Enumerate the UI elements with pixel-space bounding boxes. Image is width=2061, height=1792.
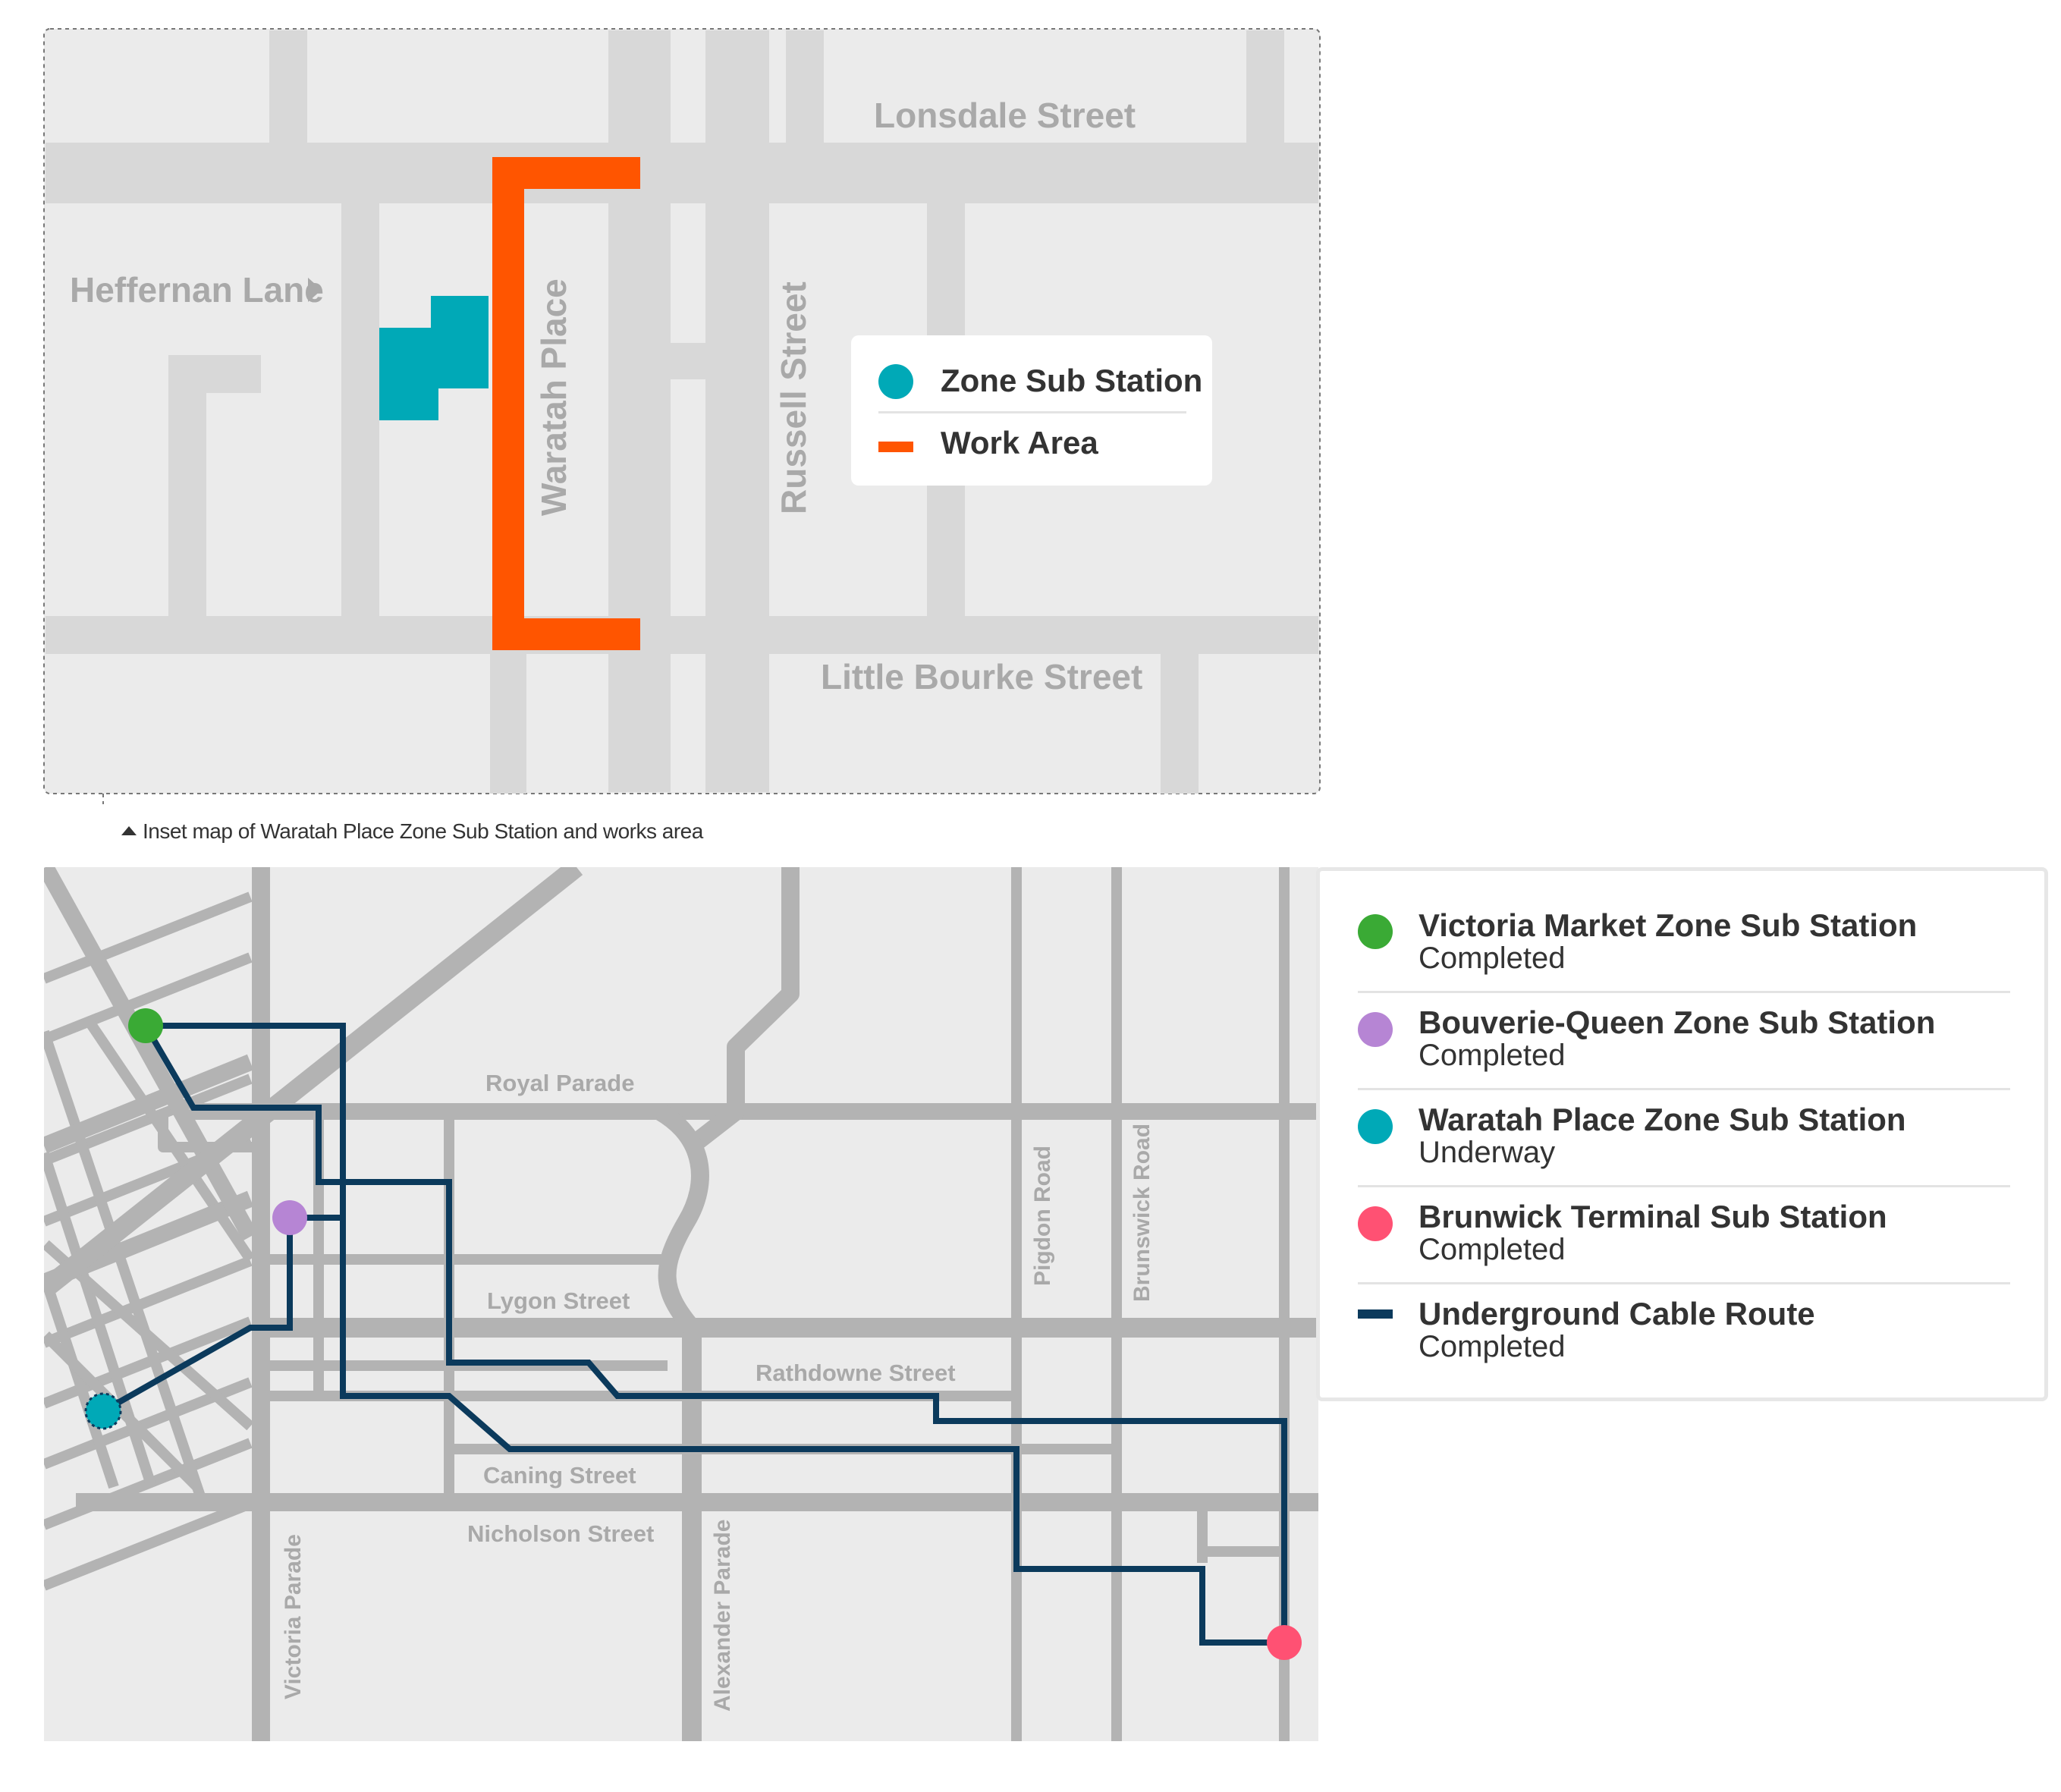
legend-status-bouverie-queen: Completed — [1419, 1039, 1566, 1072]
brunwick-terminal-station-marker[interactable] — [1267, 1625, 1302, 1660]
underground-cable-routes — [102, 1023, 1287, 1646]
legend-title-brunwick-terminal: Brunwick Terminal Sub Station — [1419, 1199, 1887, 1234]
main-street-labels: Royal Parade Lygon Street Rathdowne Stre… — [281, 1070, 1155, 1712]
waratah-place-legend-icon — [1358, 1109, 1393, 1144]
victoria-market-station-marker[interactable] — [128, 1008, 163, 1043]
legend-divider-1 — [1358, 991, 2010, 993]
inset-legend: Zone Sub Station Work Area — [851, 335, 1212, 486]
work-area-bracket — [492, 157, 640, 650]
inset-legend-label-zone-sub-station: Zone Sub Station — [941, 363, 1203, 398]
work-area-legend-icon — [878, 442, 913, 452]
main-legend: Victoria Market Zone Sub Station Complet… — [1316, 867, 2048, 1401]
label-little-bourke-street: Little Bourke Street — [821, 657, 1142, 696]
heffernan-arrow-icon — [308, 278, 322, 302]
legend-status-victoria-market: Completed — [1419, 942, 1566, 975]
legend-status-cable-route: Completed — [1419, 1330, 1566, 1363]
label-lygon-street: Lygon Street — [487, 1287, 630, 1314]
inset-legend-divider — [878, 411, 1186, 413]
label-alexander-parade: Alexander Parade — [710, 1520, 735, 1712]
label-pigdon-road: Pigdon Road — [1030, 1146, 1055, 1286]
legend-title-bouverie-queen: Bouverie-Queen Zone Sub Station — [1419, 1004, 1936, 1040]
label-caning-street: Caning Street — [483, 1462, 636, 1489]
label-royal-parade: Royal Parade — [485, 1070, 634, 1096]
label-waratah-place: Waratah Place — [534, 278, 573, 516]
zone-sub-station-legend-icon — [878, 364, 913, 399]
caption-arrow-icon — [121, 826, 137, 835]
waratah-place-station-marker[interactable] — [84, 1392, 122, 1430]
legend-divider-3 — [1358, 1185, 2010, 1187]
inset-caption-text: Inset map of Waratah Place Zone Sub Stat… — [143, 819, 703, 843]
bouverie-queen-station-marker[interactable] — [272, 1200, 307, 1235]
label-victoria-parade: Victoria Parade — [281, 1534, 306, 1699]
label-nicholson-street: Nicholson Street — [467, 1520, 654, 1547]
legend-title-victoria-market: Victoria Market Zone Sub Station — [1419, 907, 1918, 943]
legend-title-cable-route: Underground Cable Route — [1419, 1296, 1815, 1331]
inset-caption: Inset map of Waratah Place Zone Sub Stat… — [121, 819, 703, 844]
main-roads — [44, 867, 1318, 1741]
legend-status-brunwick-terminal: Completed — [1419, 1233, 1566, 1266]
label-rathdowne-street: Rathdowne Street — [756, 1360, 956, 1386]
label-brunswick-road: Brunswick Road — [1129, 1124, 1155, 1302]
label-heffernan-lane: Heffernan Lane — [70, 270, 324, 310]
legend-status-waratah-place: Underway — [1419, 1136, 1556, 1169]
cable-route-legend-icon — [1358, 1309, 1393, 1319]
label-lonsdale-street: Lonsdale Street — [874, 96, 1136, 135]
label-russell-street: Russell Street — [774, 281, 813, 514]
inset-legend-label-work-area: Work Area — [941, 425, 1098, 461]
inset-map: Lonsdale Street Heffernan Lane Waratah P… — [43, 28, 1321, 804]
brunwick-terminal-legend-icon — [1358, 1206, 1393, 1241]
bouverie-queen-legend-icon — [1358, 1012, 1393, 1047]
legend-divider-2 — [1358, 1088, 2010, 1090]
victoria-market-legend-icon — [1358, 914, 1393, 949]
waratah-zone-sub-station-building — [379, 296, 489, 420]
legend-divider-4 — [1358, 1282, 2010, 1284]
legend-title-waratah-place: Waratah Place Zone Sub Station — [1419, 1102, 1906, 1137]
